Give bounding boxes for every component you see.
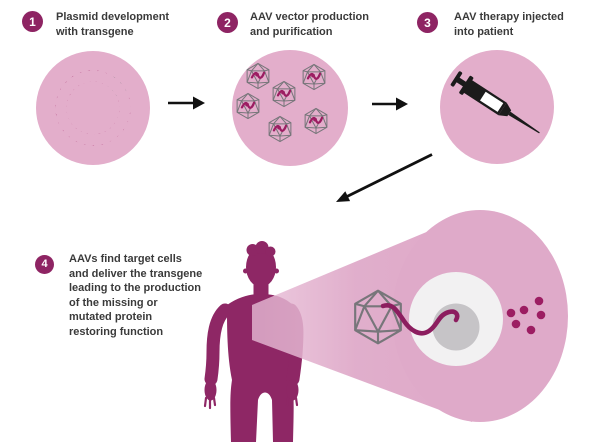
protein-dots-icon <box>506 296 546 335</box>
arrow-right-icon-1 <box>168 96 205 110</box>
step2-number-badge: 2 <box>217 12 238 33</box>
step2-aav-production-graphic <box>232 50 348 166</box>
step4-label-line5: mutated protein <box>69 311 153 323</box>
step3-label-line2: into patient <box>454 25 514 38</box>
step4-label-line1: AAVs find target cells <box>69 253 182 265</box>
step3-label: AAV therapy injected into patient <box>454 10 589 39</box>
arrow-down-left-icon <box>336 153 433 202</box>
step4-label-line6: restoring function <box>69 325 164 338</box>
step2-label-line1: AAV vector production <box>250 11 369 23</box>
plasmid-basepair-stripes <box>55 70 131 146</box>
step1-circle <box>36 51 150 165</box>
transgene-squiggle-icon <box>380 302 460 336</box>
step3-number-badge: 3 <box>417 12 438 33</box>
step1-label: Plasmid development with transgene <box>56 10 191 39</box>
step2-label: AAV vector production and purification <box>250 10 390 39</box>
step1-number-badge: 1 <box>22 11 43 32</box>
step1-plasmid-graphic <box>36 51 150 165</box>
step3-injection-graphic <box>440 50 554 164</box>
syringe-icon <box>450 71 540 134</box>
step2-label-line2: and purification <box>250 25 333 38</box>
plasmid-dna-icon <box>55 70 131 146</box>
step4-label-line2: and deliver the transgene <box>69 267 203 280</box>
step4-target-cell-graphic <box>203 210 568 442</box>
step2-circle <box>232 50 348 166</box>
step4-label-line3: leading to the production <box>69 282 201 294</box>
step3-label-line1: AAV therapy injected <box>454 11 564 23</box>
step4-label-line4: of the missing or <box>69 296 158 309</box>
step1-label-line2: with transgene <box>56 25 134 38</box>
step4-number-badge: 4 <box>35 255 54 274</box>
arrow-right-icon-2 <box>372 97 408 111</box>
step4-label: AAVs find target cells and deliver the t… <box>69 252 229 339</box>
step1-label-line1: Plasmid development <box>56 11 170 23</box>
